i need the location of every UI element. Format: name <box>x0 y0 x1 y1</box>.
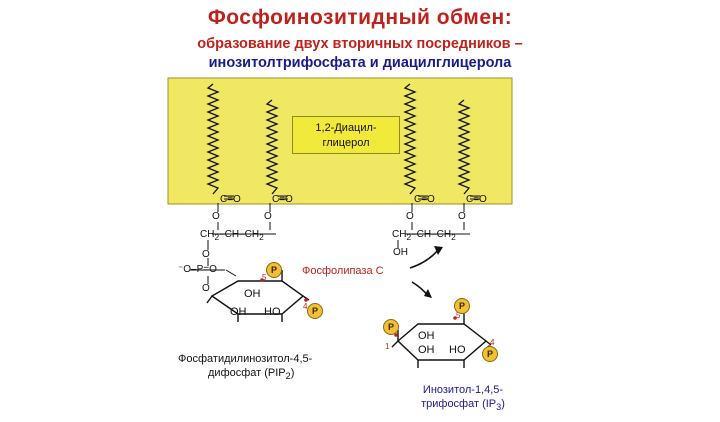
pip2-caption-line2: дифосфат (PIP2) <box>178 366 348 383</box>
fatty-acid-chain <box>206 83 220 195</box>
pip2-link-oxygen: O <box>202 249 210 260</box>
marker-dot <box>260 278 264 282</box>
ip3-caption-line1: Инозитол-1,4,5- <box>422 384 504 396</box>
dag-glycerol-chain: CH2–CH–CH2 <box>392 229 456 242</box>
dag-carbonyl-right: C=O <box>466 194 487 205</box>
subtitle-line2: инозитолтрифосфата и диацилглицерола <box>208 55 512 71</box>
arrow-icon <box>409 249 439 297</box>
pip2-glycerol-chain: CH2–CH–CH2 <box>200 229 264 242</box>
pip2-caption: Фосфатидилинозитол-4,5- дифосфат (PIP2) <box>178 352 348 383</box>
enzyme-label: Фосфолипаза С <box>302 265 384 277</box>
ip3-inositol-ring <box>391 312 492 368</box>
marker-dot <box>304 298 308 302</box>
pip2-oxygen-left: O <box>212 211 220 222</box>
fatty-acid-chain <box>265 99 279 195</box>
pip2-oh-top: OH <box>244 288 261 300</box>
ip3-oh-top: OH <box>418 330 435 342</box>
marker-dot <box>453 316 457 320</box>
subtitle-line1: образование двух вторичных посредников – <box>197 36 523 52</box>
dag-carbonyl-left: C=O <box>414 194 435 205</box>
phosphate-circle-icon: P <box>482 346 498 362</box>
arrow-icon <box>424 289 432 298</box>
page-title: Фосфоинозитидный обмен: <box>207 6 513 29</box>
ip3-ring-number-5: 5 <box>456 311 461 320</box>
pip2-ring-number-4: 4 <box>303 302 308 311</box>
pip2-oh-bottom-left: OH <box>230 306 247 318</box>
ip3-ring-number-1: 1 <box>385 342 390 351</box>
pip2-skeleton <box>190 195 288 284</box>
pip2-caption-line1: Фосфатидилинозитол-4,5- <box>178 353 313 365</box>
pip2-carbonyl-right: C=O <box>272 194 293 205</box>
dag-label-line1: 1,2-Диацил- <box>315 122 377 134</box>
ip3-ring-number-4: 4 <box>490 338 495 347</box>
fatty-acid-chain <box>403 83 417 195</box>
dag-label-box: 1,2-Диацил- глицерол <box>292 116 400 154</box>
ip3-oh-bottom-left: OH <box>418 344 435 356</box>
dag-oxygen-right: O <box>458 211 466 222</box>
pip2-phosphate-oxygen: O <box>202 283 210 294</box>
ip3-caption-text: трифосфат (IP <box>421 398 497 410</box>
pip2-carbonyl-left: C=O <box>220 194 241 205</box>
pip2-oxygen-right: O <box>264 211 272 222</box>
phosphate-circle-icon: P <box>383 319 399 335</box>
ip3-caption-sub: 3 <box>496 402 502 413</box>
phosphate-circle-icon: P <box>307 303 323 319</box>
dag-oh: OH <box>393 247 408 258</box>
pip2-caption-sub: 2 <box>285 371 291 382</box>
fatty-acid-chains <box>206 83 471 195</box>
dag-label-line2: глицерол <box>322 137 370 149</box>
ip3-caption-close: ) <box>501 398 505 410</box>
ip3-ho-bottom-right: HO <box>449 344 466 356</box>
pip2-inositol-ring <box>206 270 310 322</box>
phosphate-circle-icon: P <box>454 298 470 314</box>
phosphate-circle-icon: P <box>266 262 282 278</box>
fatty-acid-chain <box>457 99 471 195</box>
marker-dot <box>394 333 398 337</box>
pip2-ring-number-5: 5 <box>262 273 267 282</box>
dag-skeleton <box>397 195 480 248</box>
ip3-caption: Инозитол-1,4,5- трифосфат (IP3) <box>398 383 528 414</box>
pip2-phosphate-group: ⁻O–P=O <box>178 264 217 275</box>
dag-oxygen-left: O <box>406 211 414 222</box>
ip3-caption-line2: трифосфат (IP3) <box>398 397 528 414</box>
pip2-ho-bottom-right: HO <box>264 306 281 318</box>
arrow-icon <box>434 246 443 255</box>
pip2-caption-text: дифосфат (PIP <box>208 367 286 379</box>
pip2-caption-close: ) <box>290 367 295 379</box>
